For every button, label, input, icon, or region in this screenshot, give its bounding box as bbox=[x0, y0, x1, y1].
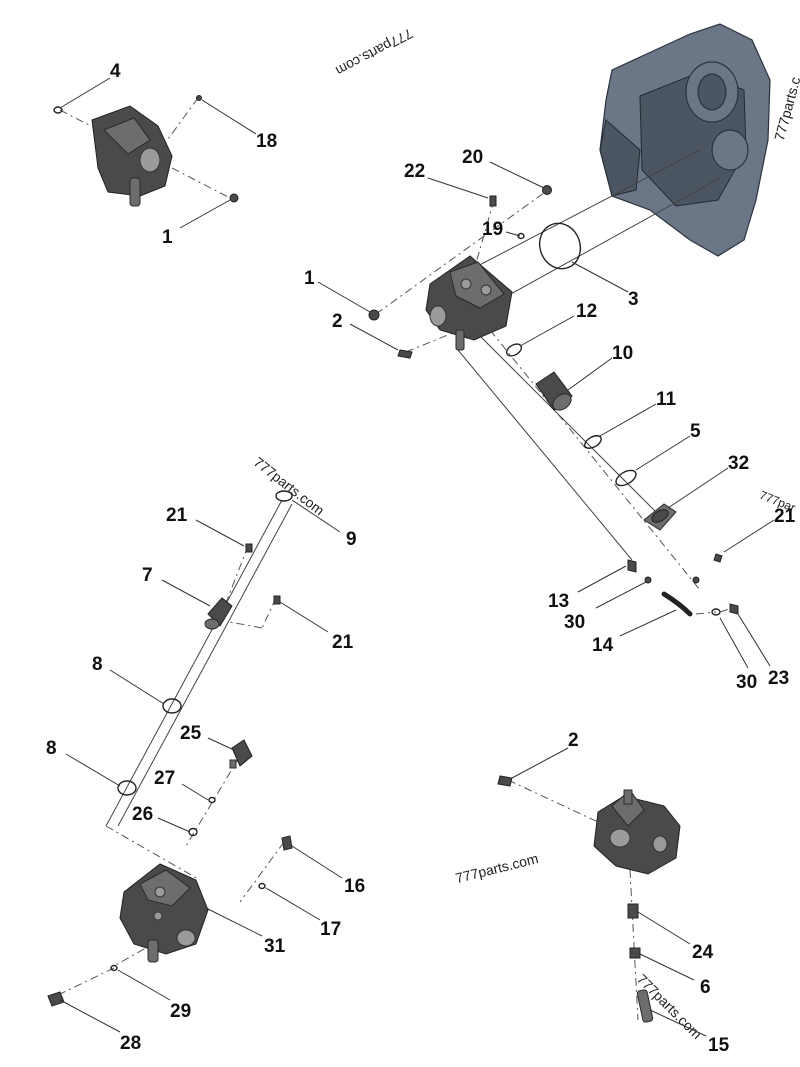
watermark-top-left: 777parts.com bbox=[333, 25, 415, 79]
pump-assembly-center bbox=[368, 149, 739, 617]
pipe-icon bbox=[636, 989, 654, 1023]
o-ring-icon bbox=[538, 222, 582, 270]
callout-27: 27 bbox=[154, 768, 175, 789]
callout-31: 31 bbox=[264, 936, 286, 957]
callout-4: 4 bbox=[110, 61, 121, 82]
pump-assembly-left bbox=[47, 490, 293, 1007]
callout-25: 25 bbox=[180, 723, 202, 744]
bolt-icon bbox=[229, 193, 239, 203]
callout-23: 23 bbox=[768, 668, 789, 689]
callout-24: 24 bbox=[692, 942, 714, 963]
pipe-icon bbox=[129, 177, 141, 207]
callout-21-top: 21 bbox=[166, 505, 188, 526]
pipe-icon bbox=[147, 939, 159, 963]
callout-32: 32 bbox=[728, 453, 749, 474]
callout-numbers: 4 18 1 22 20 19 1 2 3 12 10 11 5 32 21 1… bbox=[46, 61, 796, 1056]
callout-26: 26 bbox=[132, 804, 153, 825]
o-ring-icon bbox=[53, 106, 63, 114]
fitting-icon bbox=[627, 559, 637, 573]
o-ring-icon bbox=[275, 490, 293, 502]
fitting-icon bbox=[281, 835, 293, 851]
callout-16: 16 bbox=[344, 876, 365, 897]
pump-housing-icon bbox=[593, 795, 681, 875]
timing-cover bbox=[599, 23, 771, 257]
o-ring-icon bbox=[517, 232, 525, 240]
callout-21-middle: 21 bbox=[332, 632, 354, 653]
callout-6: 6 bbox=[700, 977, 711, 998]
pipe-icon bbox=[661, 591, 693, 617]
bolt-icon bbox=[196, 95, 202, 101]
o-ring-icon bbox=[615, 469, 637, 487]
callout-8-bottom: 8 bbox=[46, 738, 57, 759]
o-ring-icon bbox=[258, 882, 266, 890]
callout-12: 12 bbox=[576, 301, 597, 322]
callout-1-center: 1 bbox=[304, 268, 315, 289]
callout-14: 14 bbox=[592, 635, 614, 656]
bolt-icon bbox=[245, 543, 253, 553]
callout-13: 13 bbox=[548, 591, 569, 612]
bolt-icon bbox=[692, 576, 700, 584]
leader-lines bbox=[59, 77, 775, 1037]
callout-2-bottom-right: 2 bbox=[568, 730, 579, 751]
fitting-icon bbox=[47, 991, 65, 1007]
fitting-icon bbox=[729, 603, 739, 615]
bolt-icon bbox=[497, 775, 513, 787]
bolt-icon bbox=[489, 195, 497, 207]
fitting-icon bbox=[229, 739, 253, 769]
bolt-icon bbox=[713, 553, 723, 563]
callout-28: 28 bbox=[120, 1033, 141, 1054]
callout-10: 10 bbox=[612, 343, 633, 364]
fitting-icon bbox=[629, 947, 641, 959]
fitting-icon bbox=[627, 903, 639, 919]
flange-icon bbox=[643, 503, 677, 531]
bolt-icon bbox=[368, 309, 380, 321]
o-ring-icon bbox=[584, 435, 602, 449]
callout-30-left: 30 bbox=[564, 612, 585, 633]
callout-19: 19 bbox=[482, 219, 503, 240]
pipe-icon bbox=[455, 329, 465, 351]
callout-8-top: 8 bbox=[92, 654, 103, 675]
callout-22: 22 bbox=[404, 161, 425, 182]
bolt-icon bbox=[273, 595, 281, 605]
bolt-icon bbox=[397, 349, 413, 359]
o-ring-icon bbox=[505, 343, 523, 357]
callout-30-right: 30 bbox=[736, 672, 757, 693]
callout-15: 15 bbox=[708, 1035, 730, 1056]
callout-20: 20 bbox=[462, 147, 483, 168]
callout-7: 7 bbox=[142, 565, 153, 586]
o-ring-icon bbox=[208, 796, 216, 804]
watermark-top-right: 777parts.c bbox=[771, 75, 800, 142]
o-ring-icon bbox=[162, 698, 182, 714]
bolt-icon bbox=[542, 185, 552, 195]
callout-5: 5 bbox=[690, 421, 701, 442]
fitting-icon bbox=[204, 597, 233, 630]
callout-3: 3 bbox=[628, 289, 639, 310]
sleeve-icon bbox=[535, 371, 573, 411]
callout-18: 18 bbox=[256, 131, 277, 152]
callout-9: 9 bbox=[346, 529, 357, 550]
pump-assembly-bottom-right bbox=[497, 775, 681, 1023]
callout-2-center: 2 bbox=[332, 311, 343, 332]
pump-assembly-top-left bbox=[53, 95, 239, 207]
callout-11: 11 bbox=[656, 389, 677, 410]
callout-1-top-left: 1 bbox=[162, 227, 173, 248]
callout-29: 29 bbox=[170, 1001, 191, 1022]
watermark-bottom-middle: 777parts.com bbox=[454, 850, 540, 886]
callout-21-right: 21 bbox=[774, 506, 796, 527]
callout-17: 17 bbox=[320, 919, 341, 940]
o-ring-icon bbox=[117, 780, 137, 796]
o-ring-icon bbox=[110, 964, 118, 972]
